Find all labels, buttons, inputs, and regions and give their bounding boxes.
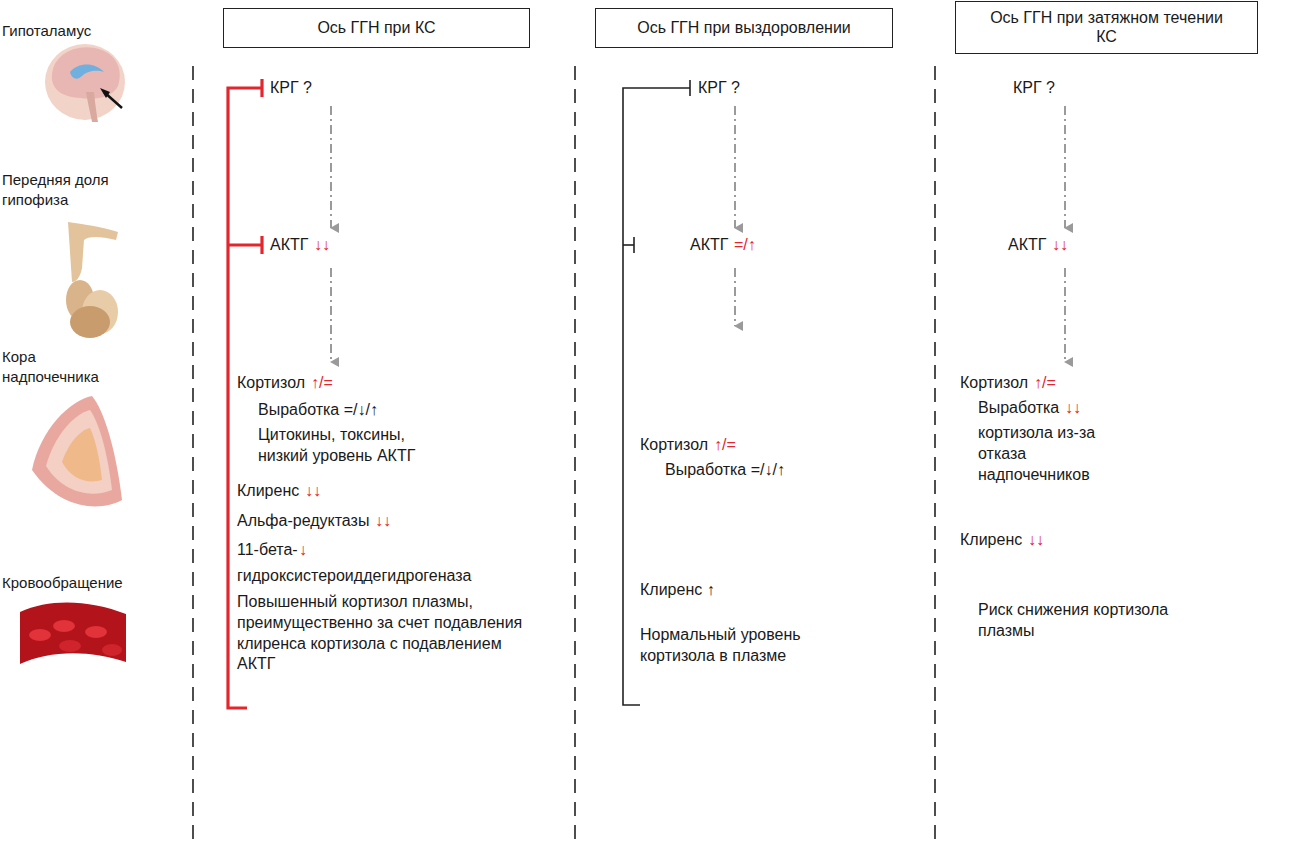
header-box: Ось ГГН при затяжном течении КС <box>955 1 1258 54</box>
header-box: Ось ГГН при выздоровлении <box>595 8 893 48</box>
hormone-label: Кортизол <box>960 373 1028 394</box>
level-label: Передняя доля гипофиза <box>2 170 110 209</box>
detail-text: кортизола из-за отказа надпочечников <box>978 423 1100 485</box>
detail-text: Выработка =/↓/↑ <box>665 460 785 481</box>
pituitary-icon <box>66 222 118 338</box>
level-label: Кора надпочечника <box>2 347 102 386</box>
hormone-label: АКТГ <box>1008 235 1046 256</box>
header-box: Ось ГГН при КС <box>223 8 530 48</box>
hormone-label: Кортизол <box>640 435 708 456</box>
hormone-label: КРГ ? <box>270 78 312 99</box>
hormone-label: КРГ ? <box>698 78 740 99</box>
change-marker: ↓↓ <box>1065 398 1081 419</box>
hormone-label: АКТГ <box>270 235 308 256</box>
summary-text: Повышенный кортизол плазмы, преимуществе… <box>237 592 533 675</box>
detail-text: Клиренс <box>237 481 299 502</box>
hormone-label: Кортизол <box>237 373 305 394</box>
change-marker: ↓↓ <box>305 481 321 502</box>
detail-text: Клиренс <box>960 530 1022 551</box>
column-separators <box>193 66 935 847</box>
detail-text: Альфа-редуктазы <box>237 511 369 532</box>
detail-text: 11-бета- <box>237 540 298 561</box>
hormone-label: АКТГ <box>690 235 728 256</box>
detail-text: Выработка =/↓/↑ <box>258 400 378 421</box>
detail-text: Цитокины, токсины, низкий уровень АКТГ <box>258 425 448 467</box>
change-marker: ↓↓ <box>375 511 391 532</box>
level-label: Кровообращение <box>2 573 123 593</box>
header-text: Ось ГГН при затяжном течении КС <box>986 9 1227 46</box>
detail-text: Выработка <box>978 398 1059 419</box>
change-marker: ↓ <box>299 540 307 561</box>
summary-text: Риск снижения кортизола плазмы <box>978 600 1188 642</box>
blood-vessel-icon <box>20 602 126 664</box>
change-marker: ↓↓ <box>1028 530 1044 551</box>
change-marker: ↓↓ <box>314 235 330 256</box>
hormone-label: КРГ ? <box>1013 78 1055 99</box>
detail-text: гидроксистероиддегидрогеназа <box>237 566 471 587</box>
level-label: Гипоталамус <box>2 21 91 41</box>
summary-text: Нормальный уровень кортизола в плазме <box>640 625 840 667</box>
change-marker: ↑/= <box>311 373 333 394</box>
feedback-bracket-black <box>623 80 690 705</box>
feedback-bracket-red <box>228 79 262 708</box>
header-text: Ось ГГН при КС <box>317 19 435 37</box>
brain-icon <box>45 44 125 122</box>
change-marker: ↑/= <box>714 435 736 456</box>
change-marker: ↑/= <box>1034 373 1056 394</box>
header-text: Ось ГГН при выздоровлении <box>637 19 851 37</box>
adrenal-icon <box>32 396 122 506</box>
detail-text: Клиренс ↑ <box>640 580 715 601</box>
change-marker: =/↑ <box>734 235 756 256</box>
cascade-arrows <box>331 106 1065 362</box>
change-marker: ↓↓ <box>1052 235 1068 256</box>
